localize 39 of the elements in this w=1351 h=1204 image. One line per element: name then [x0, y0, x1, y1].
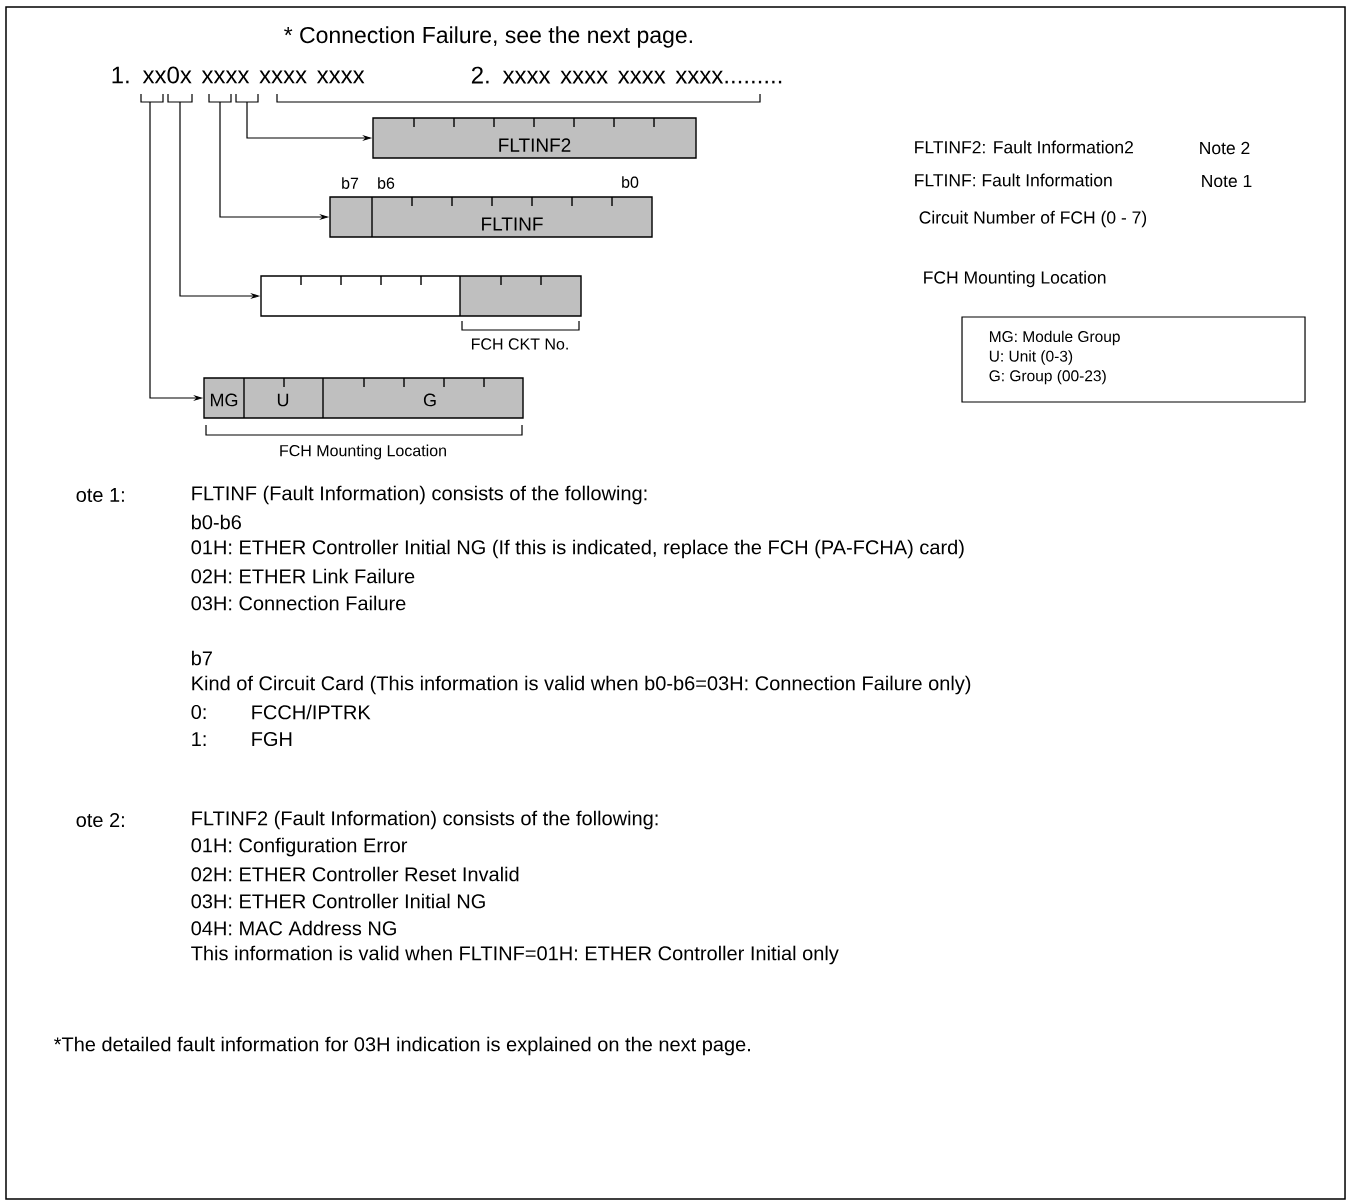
field-legend: FLTINF: Fault Information — [915, 173, 1112, 187]
note-text: * Connection Failure, see the next page. — [284, 26, 692, 48]
field-caption: FCH Mounting Location — [280, 444, 446, 460]
note-text: This information is valid when FLTINF=01H: ETHER Controller Initial only — [191, 945, 839, 965]
register-box: FLTINF2 — [372, 117, 697, 159]
note-reference: Note 2 — [1200, 141, 1250, 155]
note-text: FLTINF2 (Fault Information) consists of the following: — [192, 810, 658, 830]
hex-string: 1. xx0x xxxx xxxx xxxx — [112, 66, 365, 84]
note-text: 01H: Configuration Error — [191, 837, 408, 857]
note-text: FLTINF (Fault Information) consists of the following: — [192, 485, 647, 505]
note-text: 02H: ETHER Link Failure — [191, 568, 415, 584]
note-number: ote 2: — [76, 812, 124, 828]
bit-label: b6 — [378, 177, 395, 189]
field-legend: Circuit Number of FCH (0 - 7) — [919, 210, 1147, 228]
note-reference: Note 1 — [1202, 174, 1252, 188]
bit-label: b7 — [342, 177, 359, 189]
register-box: MG U G — [203, 377, 524, 419]
note-text: b0-b6 — [192, 514, 241, 530]
note-text: 1: — [192, 732, 206, 746]
note-text: 0: — [191, 704, 206, 720]
legend-box: MG: Module Group U: Unit (0-3) G: Group (00-23) — [961, 316, 1306, 403]
note-text: 03H: ETHER Controller Initial NG — [191, 893, 485, 909]
note-text: 04H: MAC Address NG — [191, 920, 396, 936]
register-box: FLTINF b7 b6 b0 — [329, 176, 653, 238]
footnote: *The detailed fault information for 03H indication is explained on the next page. — [54, 1036, 750, 1056]
note-text: Kind of Circuit Card (This information is valid when b0-b6=03H: Connection Failure only) — [192, 675, 971, 695]
bit-label: b0 — [622, 176, 639, 188]
field-legend: FCH Mounting Location — [924, 270, 1106, 288]
field-caption: FCH CKT No. — [472, 338, 568, 350]
field-legend: FLTINF2: Fault Information2 — [915, 140, 1133, 154]
note-text: 02H: ETHER Controller Reset Invalid — [191, 866, 519, 882]
note-text: 01H: ETHER Controller Initial NG (If this is indicated, replace the FCH (PA-FCHA) card) — [191, 539, 964, 559]
note-text: 03H: Connection Failure — [191, 595, 406, 611]
hex-string: 2. xxxx xxxx xxxx xxxx......... — [471, 66, 782, 84]
register-box — [260, 275, 582, 317]
note-text: FGH — [252, 731, 292, 747]
note-text: b7 — [192, 650, 212, 666]
note-number: ote 1: — [76, 488, 124, 502]
note-text: FCCH/IPTRK — [252, 704, 371, 720]
